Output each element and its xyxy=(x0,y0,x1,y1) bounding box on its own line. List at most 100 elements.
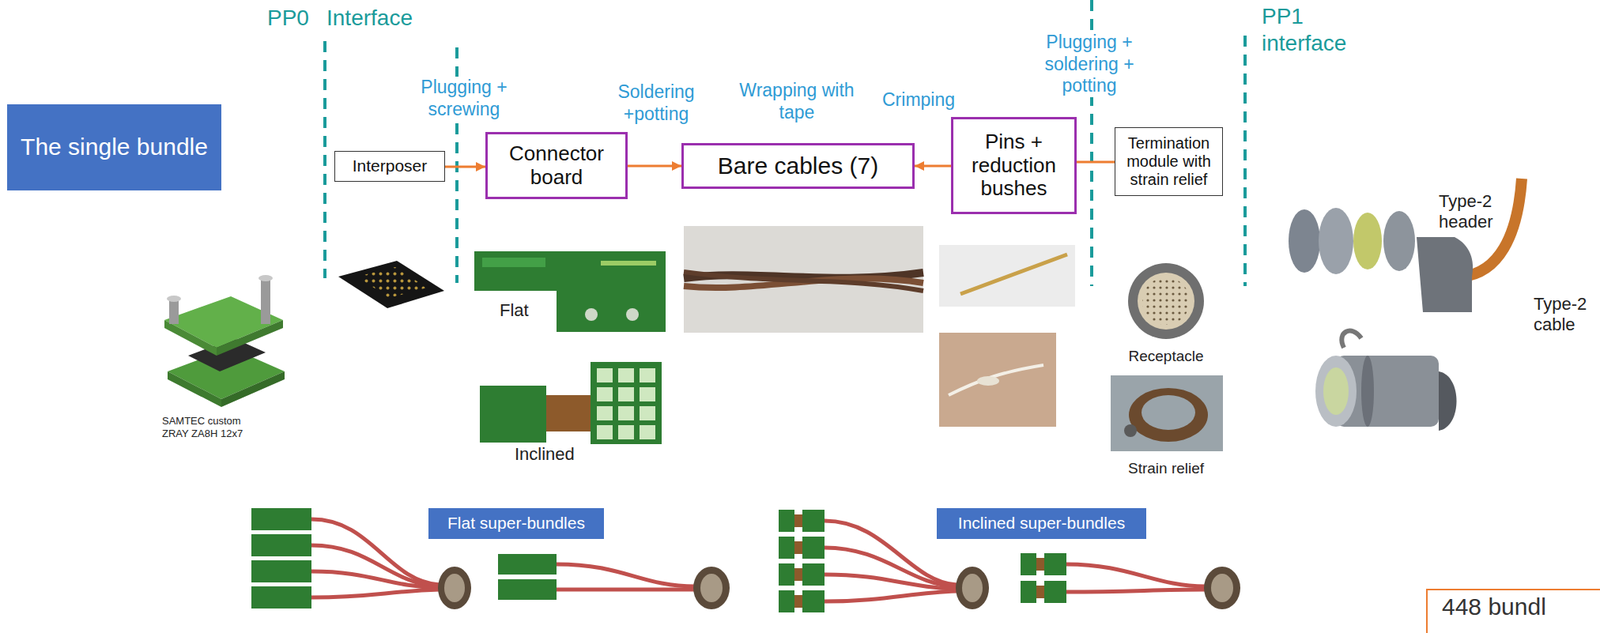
cable xyxy=(311,519,440,585)
header-disc xyxy=(1288,209,1321,273)
boundary-label: PP1 interface xyxy=(1261,3,1381,57)
flow-arrow xyxy=(914,165,951,168)
receptacle-photo xyxy=(1128,263,1204,340)
pcb-trace xyxy=(482,257,546,268)
box-text: Flat super-bundles xyxy=(447,513,585,533)
pcb-board xyxy=(498,579,557,600)
flex-cable xyxy=(794,514,803,528)
connector xyxy=(437,566,472,610)
elbow-housing xyxy=(1416,237,1473,313)
relief-ring xyxy=(1128,388,1208,442)
flow-arrow xyxy=(1076,161,1115,164)
pcb-edge xyxy=(164,320,217,356)
receptacle-shell xyxy=(1128,263,1204,340)
pcb-board xyxy=(251,586,312,609)
box-text: Bare cables (7) xyxy=(717,152,879,181)
screw-head xyxy=(258,275,273,282)
flex-cable xyxy=(794,595,803,608)
cable xyxy=(311,589,440,598)
pad xyxy=(639,406,656,421)
bush xyxy=(948,365,1044,396)
flat-super-bundle xyxy=(251,508,730,610)
pcb-edge xyxy=(216,320,284,356)
type2-header-render xyxy=(1315,331,1457,431)
group-tag: Flat super-bundles xyxy=(428,508,604,540)
flex-cable xyxy=(794,568,803,582)
bare-cables-photo xyxy=(683,226,924,333)
cable xyxy=(824,591,957,602)
pcb-board xyxy=(778,509,795,533)
relief-screw xyxy=(1124,424,1137,438)
header-disc xyxy=(1353,212,1382,270)
part-name: Strain relief xyxy=(1128,460,1204,479)
box-text: Inclined super-bundles xyxy=(958,513,1125,533)
pcb-edge xyxy=(167,371,222,408)
screw-head xyxy=(166,295,182,302)
connector-face xyxy=(700,573,723,603)
interface-box: Interposer xyxy=(334,150,446,182)
cable xyxy=(556,564,696,587)
pcb-board xyxy=(251,508,312,531)
header-ring xyxy=(1361,355,1374,427)
pcb-edge xyxy=(221,371,285,408)
receptacle-insert xyxy=(1137,272,1195,330)
note-box: 448 bundl xyxy=(1426,588,1600,633)
pad xyxy=(618,387,634,402)
pad xyxy=(618,368,634,383)
pcb-board xyxy=(802,563,825,586)
process-step: Plugging + screwing xyxy=(403,76,525,121)
pin xyxy=(960,254,1068,295)
connector-face xyxy=(444,573,465,603)
interposer-body xyxy=(338,260,445,309)
box-text: 448 bundl xyxy=(1441,593,1547,622)
pad xyxy=(639,368,656,383)
cable xyxy=(1066,589,1206,593)
pcb-board xyxy=(251,534,312,557)
contact-array xyxy=(357,267,427,299)
pcb-board xyxy=(802,509,825,533)
pins-photos xyxy=(939,245,1076,427)
latch xyxy=(1341,331,1362,348)
group-tag: Inclined super-bundles xyxy=(936,508,1147,540)
screw xyxy=(169,298,179,325)
pcb-board xyxy=(1044,581,1067,604)
bush xyxy=(977,376,1000,386)
box-text: Termination module with strain relief xyxy=(1120,134,1218,189)
connector xyxy=(955,566,989,610)
inclined-board-photo xyxy=(479,362,662,445)
header-disc xyxy=(1318,207,1354,275)
part-name: SAMTEC custom ZRAY ZA8H 12x7 xyxy=(162,415,257,440)
samtec-stack xyxy=(164,275,285,408)
part-name: Flat xyxy=(499,300,529,321)
connector-face xyxy=(1211,573,1234,603)
part-name: Inclined xyxy=(514,444,575,465)
component-box: Bare cables (7) xyxy=(681,143,915,189)
section-tag: The single bundle xyxy=(7,104,222,191)
flow-arrow xyxy=(445,166,486,169)
process-step: Soldering +potting xyxy=(595,81,717,125)
pcb-board xyxy=(802,536,825,559)
pcb-board xyxy=(1020,581,1037,604)
dashed-boundary xyxy=(1243,35,1247,287)
cable xyxy=(311,571,440,589)
box-text: Interposer xyxy=(352,156,428,176)
pad xyxy=(596,368,613,383)
photo-ground xyxy=(939,332,1057,427)
cable xyxy=(1066,564,1206,587)
part-name: Receptacle xyxy=(1128,347,1204,367)
process-step: Wrapping with tape xyxy=(735,79,858,124)
interface-box: Termination module with strain relief xyxy=(1114,127,1223,197)
flex-cable xyxy=(794,541,803,555)
pad xyxy=(596,387,613,402)
pad xyxy=(596,406,613,421)
pcb-board xyxy=(251,560,312,583)
pad xyxy=(639,387,656,402)
box-text: The single bundle xyxy=(20,133,208,162)
box-text: Connector board xyxy=(492,142,621,190)
boundary-label: PP0 xyxy=(267,4,310,32)
photo-ground xyxy=(939,245,1076,307)
header-insert xyxy=(1323,367,1349,416)
pcb-board xyxy=(778,590,795,613)
boundary-label: Interface xyxy=(326,4,413,32)
